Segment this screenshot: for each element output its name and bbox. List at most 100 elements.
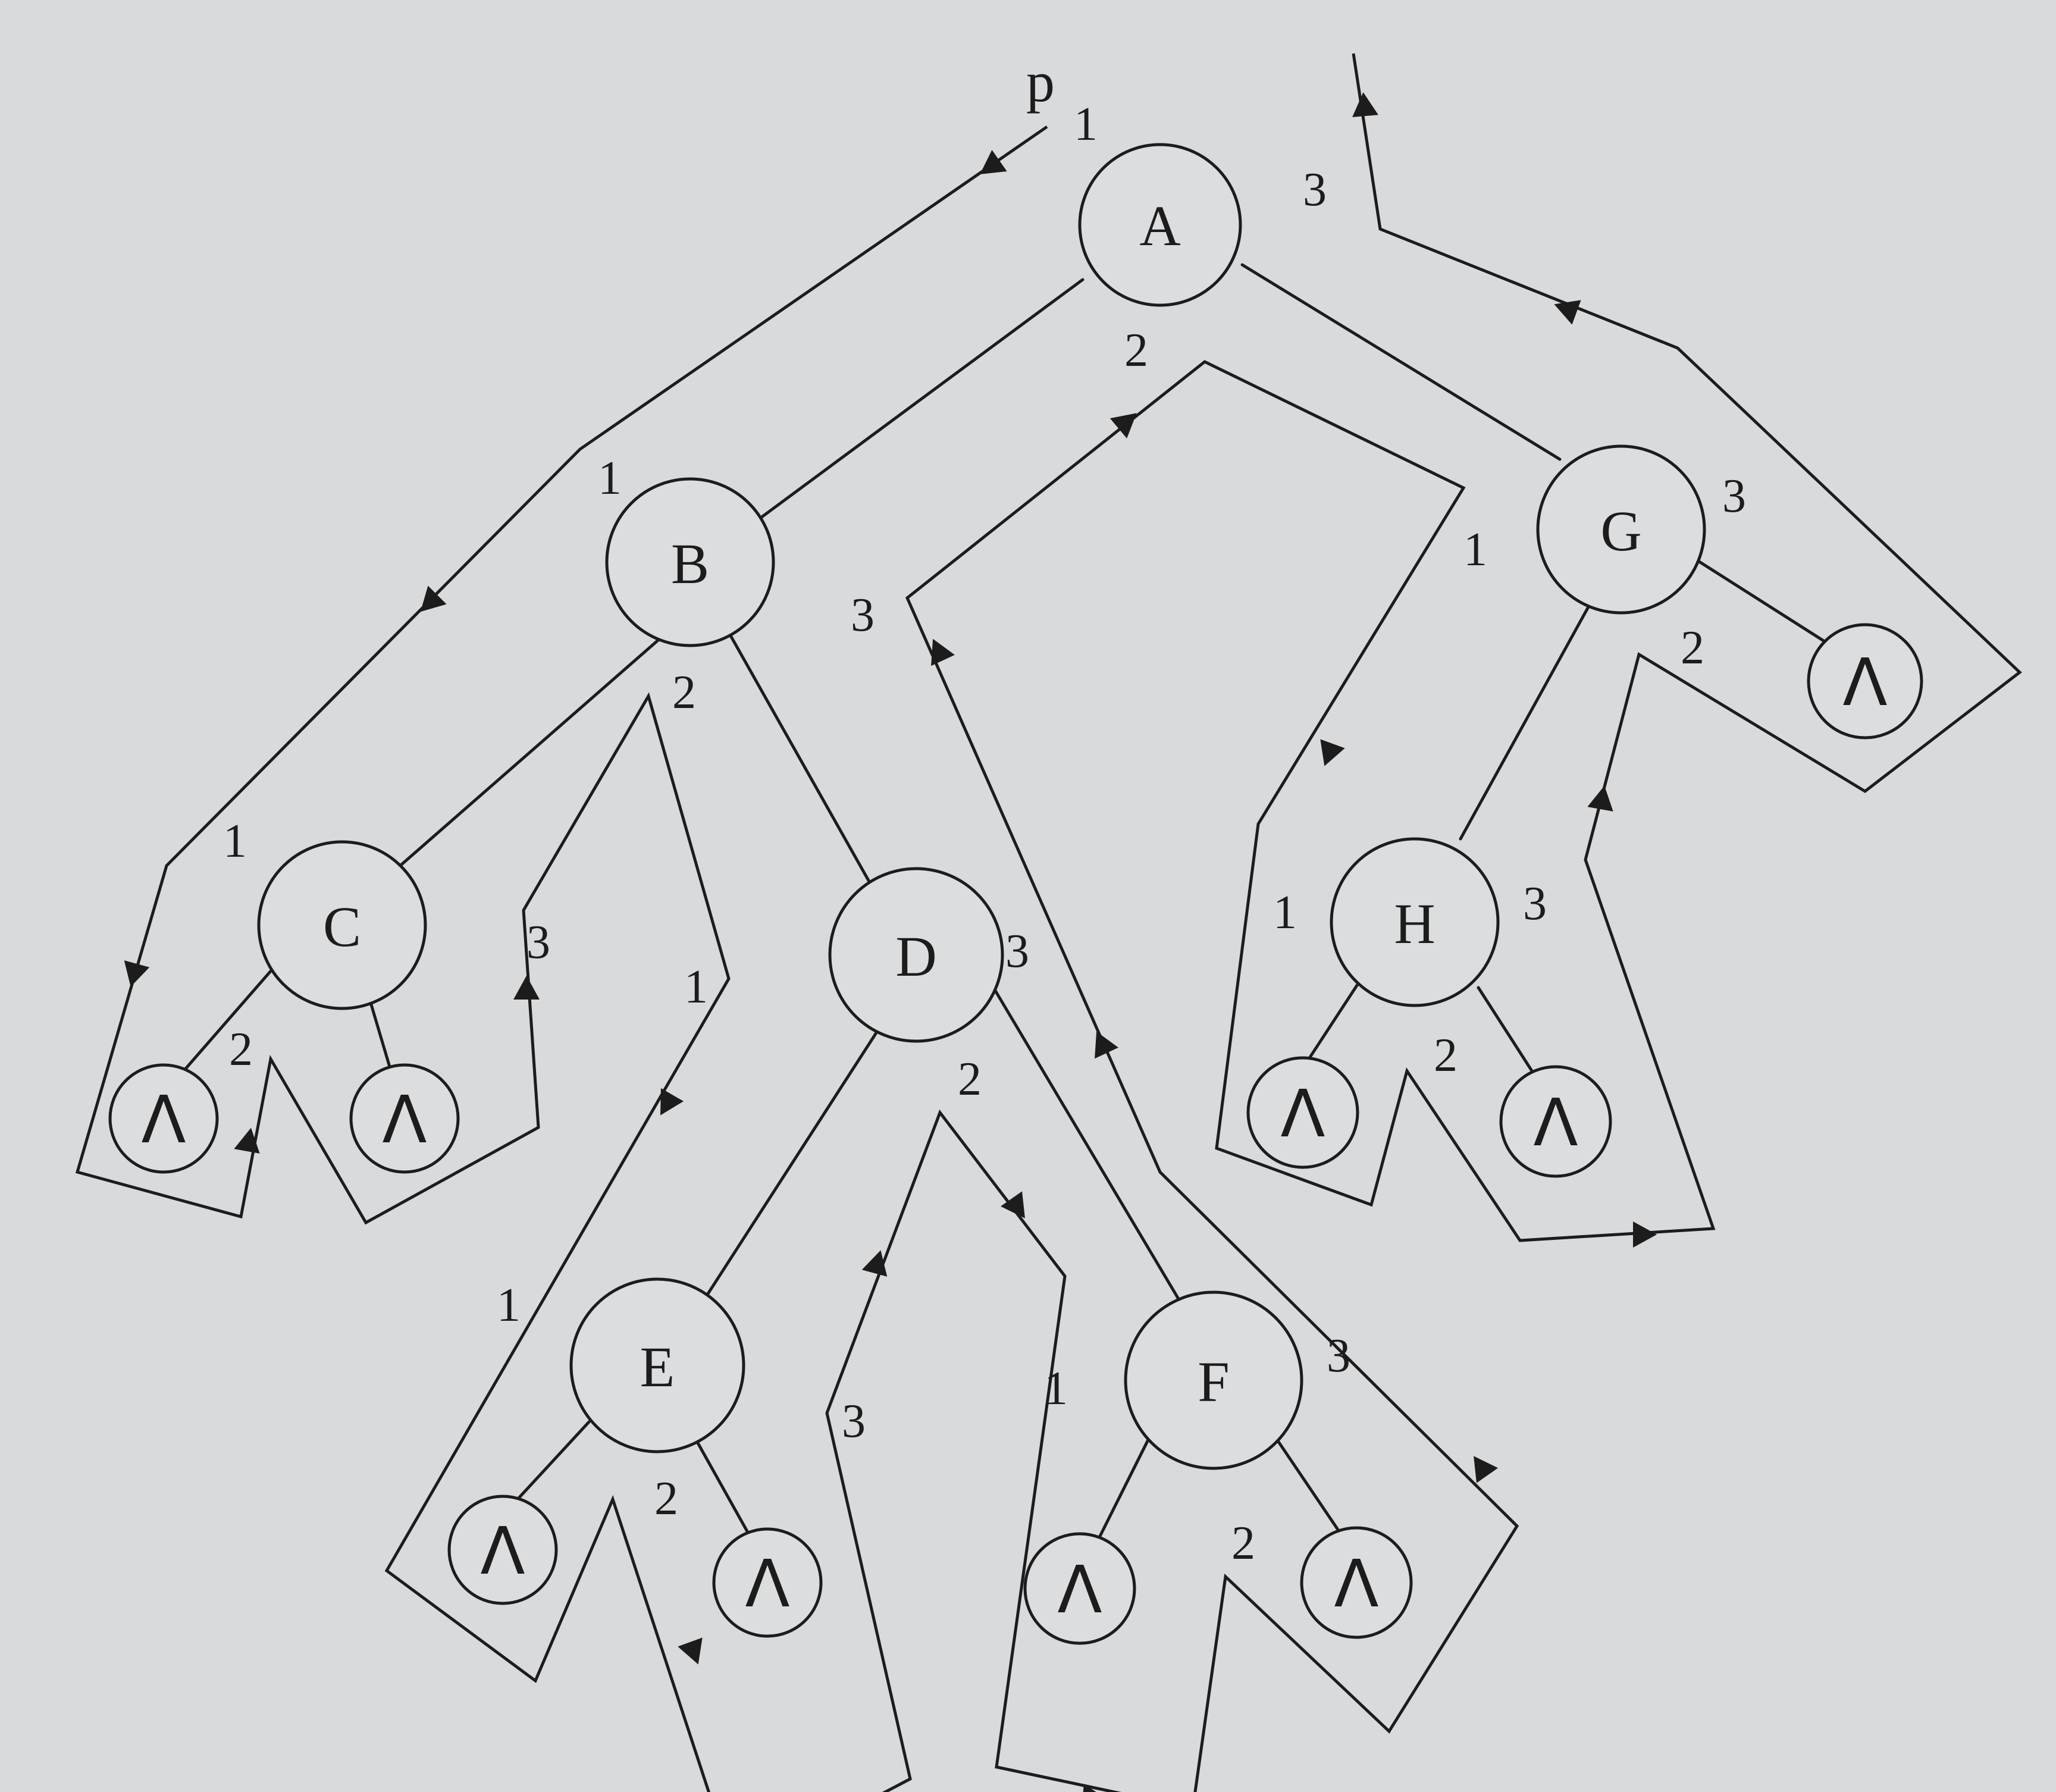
node-A: A: [1078, 143, 1242, 307]
null-H-right: Λ: [1499, 1065, 1612, 1178]
node-F: F: [1124, 1290, 1303, 1470]
arrow-p-entry: [980, 149, 1007, 174]
null-F-right-symbol: Λ: [1334, 1546, 1378, 1622]
arrow-C-return: [513, 976, 540, 1000]
edge-G-nullR: [1694, 557, 1828, 644]
step-H-3: 3: [1523, 878, 1547, 930]
node-D-label: D: [895, 925, 936, 988]
edge-A-G: [1240, 263, 1562, 461]
arrow-A-return: [1554, 300, 1581, 325]
step-E-2: 2: [654, 1473, 678, 1525]
null-H-left-symbol: Λ: [1280, 1076, 1325, 1152]
arrow-to-C: [420, 585, 447, 612]
node-E-label: E: [640, 1335, 675, 1399]
edge-B-C: [395, 627, 673, 870]
path-arrows: [124, 92, 1657, 1792]
start-label: p: [1026, 50, 1055, 114]
traversal-path: [75, 53, 2022, 1792]
arrow-B-up: [931, 638, 955, 666]
null-E-left-symbol: Λ: [480, 1513, 525, 1589]
null-G-right: Λ: [1807, 623, 1923, 740]
arrow-H-bottom: [1633, 1221, 1657, 1248]
edge-G-H: [1459, 605, 1590, 841]
step-B-2: 2: [672, 666, 696, 719]
null-E-right-symbol: Λ: [745, 1546, 789, 1622]
edge-B-D: [727, 631, 870, 882]
node-G: G: [1536, 444, 1706, 615]
edge-A-B: [757, 278, 1085, 521]
step-E-3: 3: [842, 1395, 866, 1448]
null-C-left: Λ: [108, 1063, 219, 1174]
step-labels: 1 2 3 1 2 3 1 2 3 1 2 3 1 2 3 1 2 3 1 2 …: [223, 98, 1746, 1569]
null-C-left-symbol: Λ: [141, 1082, 186, 1158]
edge-E-nullL: [516, 1420, 591, 1501]
null-E-right: Λ: [712, 1527, 823, 1638]
arrow-C-left: [124, 960, 150, 987]
step-G-3: 3: [1722, 470, 1746, 522]
step-F-3: 3: [1327, 1330, 1350, 1382]
step-C-2: 2: [229, 1023, 253, 1076]
node-E: E: [569, 1277, 745, 1453]
arrow-F-return: [1474, 1456, 1499, 1483]
step-A-3: 3: [1303, 164, 1327, 216]
null-C-right-symbol: Λ: [382, 1082, 427, 1158]
step-H-2: 2: [1434, 1029, 1458, 1082]
edge-H-nullL: [1307, 980, 1361, 1061]
arrow-C-mid: [234, 1127, 260, 1154]
arrow-to-E: [660, 1088, 684, 1116]
arrow-E-return: [861, 1250, 888, 1277]
arrow-F-bottom: [1082, 1784, 1107, 1792]
step-B-1: 1: [598, 452, 622, 505]
step-E-1: 1: [497, 1279, 521, 1332]
node-F-label: F: [1198, 1350, 1229, 1414]
node-H: H: [1330, 837, 1500, 1007]
edge-E-nullR: [694, 1438, 754, 1543]
step-C-1: 1: [223, 815, 247, 867]
null-G-right-symbol: Λ: [1842, 644, 1887, 720]
edge-F-nullL: [1093, 1432, 1153, 1549]
step-A-1: 1: [1074, 98, 1098, 151]
step-F-1: 1: [1044, 1362, 1068, 1415]
node-A-label: A: [1139, 194, 1180, 258]
step-C-3: 3: [526, 916, 550, 969]
node-G-label: G: [1600, 499, 1641, 563]
arrow-E-mid: [678, 1637, 703, 1665]
null-F-left-symbol: Λ: [1057, 1552, 1102, 1628]
null-F-left: Λ: [1023, 1532, 1136, 1645]
arrow-G-up: [1587, 785, 1613, 812]
arrow-to-H: [1320, 739, 1345, 766]
step-F-2: 2: [1231, 1517, 1255, 1569]
node-B: B: [605, 477, 775, 647]
arrow-D-up: [1095, 1031, 1118, 1059]
edge-D-E: [700, 1025, 882, 1305]
null-F-right: Λ: [1300, 1526, 1413, 1639]
step-D-3: 3: [1005, 925, 1029, 978]
step-B-3: 3: [851, 589, 875, 641]
edge-C-nullR: [367, 995, 394, 1079]
tree-edges: [177, 263, 1828, 1549]
null-H-right-symbol: Λ: [1533, 1085, 1578, 1161]
step-D-1: 1: [684, 961, 708, 1013]
step-D-2: 2: [958, 1053, 982, 1105]
edge-H-nullR: [1477, 986, 1534, 1073]
null-C-right: Λ: [349, 1063, 460, 1174]
step-G-1: 1: [1463, 524, 1487, 576]
node-H-label: H: [1394, 892, 1435, 955]
edge-F-nullR: [1271, 1432, 1343, 1537]
arrow-exit: [1352, 92, 1378, 117]
edge-D-F: [992, 986, 1183, 1305]
step-A-2: 2: [1124, 324, 1148, 377]
null-E-left: Λ: [447, 1495, 558, 1605]
node-C: C: [257, 840, 427, 1010]
step-H-1: 1: [1273, 886, 1297, 939]
arrow-A-right: [1110, 413, 1137, 438]
node-B-label: B: [671, 532, 709, 596]
node-C-label: C: [323, 895, 361, 958]
node-D: D: [828, 867, 1004, 1043]
step-G-2: 2: [1681, 622, 1704, 674]
arrow-D-mid: [1000, 1191, 1025, 1218]
null-H-left: Λ: [1246, 1056, 1359, 1169]
edge-C-nullL: [177, 959, 281, 1079]
